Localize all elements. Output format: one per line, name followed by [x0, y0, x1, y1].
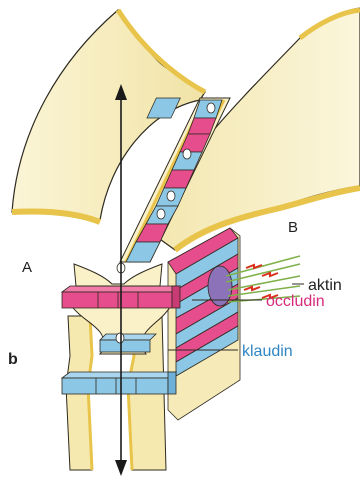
cell-b-label: B	[288, 219, 298, 236]
occludin-label: occludin	[266, 293, 325, 310]
claudin-row	[62, 372, 176, 394]
panel-label: b	[8, 351, 18, 368]
junction-blocks-mid	[100, 333, 156, 352]
cell-b-upper-membrane	[150, 8, 360, 250]
junction-blocks-right-face	[168, 228, 240, 420]
actin-label: aktin	[308, 277, 342, 294]
claudin-label: klaudin	[242, 343, 293, 360]
cell-a-label: A	[22, 259, 32, 276]
